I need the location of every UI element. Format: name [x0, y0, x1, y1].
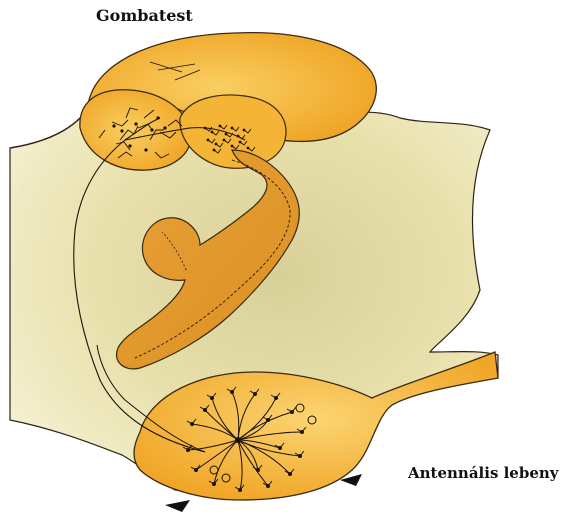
cluster-bouton [223, 139, 226, 142]
glomerulus-terminal [238, 488, 242, 492]
cluster-bouton [204, 127, 207, 130]
cluster-bouton [239, 141, 242, 144]
glomerulus-terminal [288, 472, 292, 476]
glomerulus-terminal [266, 484, 270, 488]
calyx-bouton [150, 128, 153, 131]
calyx-bouton [156, 116, 159, 119]
glomerulus-terminal [300, 430, 304, 434]
cluster-bouton [213, 149, 216, 152]
glomerulus-terminal [274, 396, 278, 400]
glomerulus-terminal [278, 446, 282, 450]
antennal-lobe-label: Antennális lebeny [408, 464, 559, 482]
calyx-bouton [128, 144, 131, 147]
glomerulus-terminal [186, 448, 190, 452]
glomerulus-terminal [253, 392, 257, 396]
nerve-marker-left [165, 500, 190, 512]
glomerulus-terminal [212, 482, 216, 486]
calyx-bouton [112, 124, 115, 127]
cluster-bouton [231, 145, 234, 148]
cluster-bouton [211, 131, 214, 134]
glomerulus-terminal [210, 396, 214, 400]
calyx-bouton [120, 129, 123, 132]
calyx-bouton [134, 122, 137, 125]
glomerulus-terminal [256, 468, 260, 472]
calyx-bouton [144, 148, 147, 151]
glomerulus-terminal [266, 418, 270, 422]
cluster-bouton [237, 135, 240, 138]
cluster-bouton [219, 125, 222, 128]
cluster-bouton [231, 127, 234, 130]
mushroom-body-label: Gombatest [96, 6, 193, 25]
cluster-bouton [207, 139, 210, 142]
cluster-bouton [225, 133, 228, 136]
lobe-hub [235, 437, 241, 443]
glomerulus-terminal [230, 390, 234, 394]
glomerulus-terminal [194, 468, 198, 472]
glomerulus-terminal [190, 422, 194, 426]
glomerulus-terminal [203, 408, 207, 412]
glomerulus-terminal [290, 410, 294, 414]
glomerulus-terminal [298, 454, 302, 458]
cluster-bouton [243, 129, 246, 132]
calyx-bouton [163, 126, 166, 129]
cluster-bouton [215, 143, 218, 146]
cluster-bouton [247, 147, 250, 150]
